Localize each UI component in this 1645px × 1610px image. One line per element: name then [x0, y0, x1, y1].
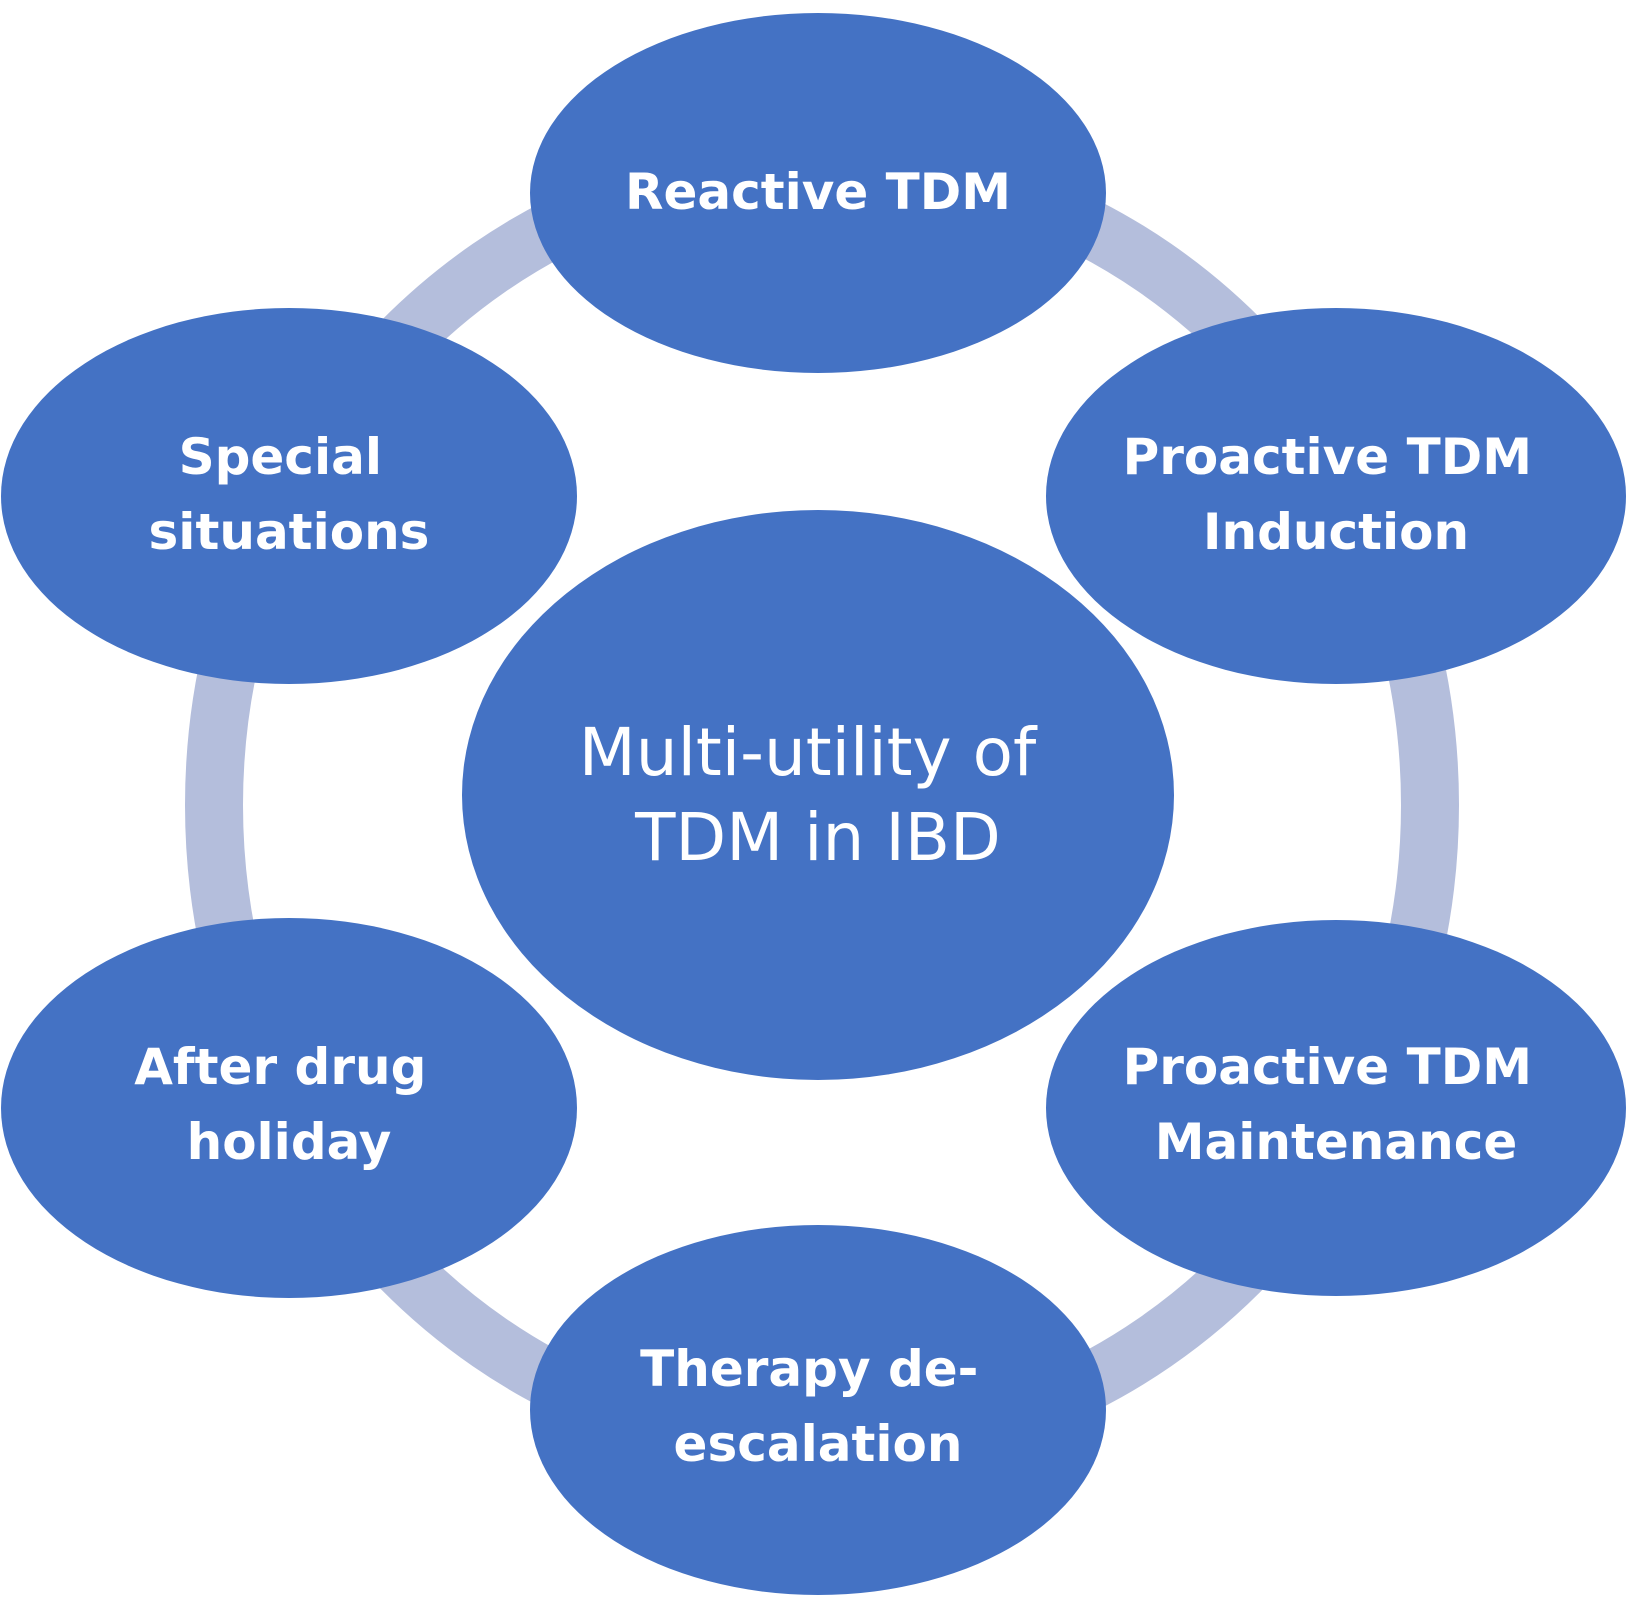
node-after-drug-holiday-label: After drug holiday: [134, 1038, 444, 1171]
center-node-label: Multi-utility of TDM in IBD: [579, 714, 1057, 876]
node-therapy-deescalation-label-line-1: Therapy de-: [640, 1340, 978, 1398]
center-node: Multi-utility of TDM in IBD: [462, 510, 1174, 1080]
node-reactive-tdm-label-line-1: Reactive TDM: [625, 163, 1011, 221]
node-therapy-deescalation-label-line-2: escalation: [674, 1415, 963, 1473]
node-proactive-induction: Proactive TDM Induction: [1046, 308, 1626, 684]
node-after-drug-holiday-label-line-2: holiday: [187, 1113, 392, 1171]
node-proactive-maintenance-label: Proactive TDM Maintenance: [1123, 1038, 1550, 1171]
node-therapy-deescalation-shape: [530, 1225, 1106, 1595]
node-after-drug-holiday: After drug holiday: [1, 918, 577, 1298]
node-special-situations-label-line-2: situations: [149, 503, 430, 561]
node-proactive-induction-label-line-2: Induction: [1203, 503, 1469, 561]
node-special-situations: Special situations: [1, 308, 577, 684]
node-special-situations-label-line-1: Special: [179, 428, 382, 486]
center-node-label-line-2: TDM in IBD: [634, 799, 1001, 876]
node-proactive-maintenance-shape: [1046, 920, 1626, 1296]
node-proactive-induction-shape: [1046, 308, 1626, 684]
node-after-drug-holiday-shape: [1, 918, 577, 1298]
center-node-shape: [462, 510, 1174, 1080]
node-proactive-induction-label: Proactive TDM Induction: [1123, 428, 1550, 561]
node-special-situations-label: Special situations: [149, 428, 430, 561]
node-special-situations-shape: [1, 308, 577, 684]
node-reactive-tdm-shape: [530, 13, 1106, 373]
node-proactive-induction-label-line-1: Proactive TDM: [1123, 428, 1532, 486]
node-proactive-maintenance: Proactive TDM Maintenance: [1046, 920, 1626, 1296]
center-node-label-line-1: Multi-utility of: [579, 714, 1038, 791]
node-reactive-tdm: Reactive TDM: [530, 13, 1106, 373]
node-proactive-maintenance-label-line-1: Proactive TDM: [1123, 1038, 1532, 1096]
node-after-drug-holiday-label-line-1: After drug: [134, 1038, 426, 1096]
node-reactive-tdm-label: Reactive TDM: [625, 163, 1011, 221]
node-proactive-maintenance-label-line-2: Maintenance: [1155, 1113, 1518, 1171]
node-therapy-deescalation: Therapy de- escalation: [530, 1225, 1106, 1595]
node-therapy-deescalation-label: Therapy de- escalation: [640, 1340, 996, 1473]
